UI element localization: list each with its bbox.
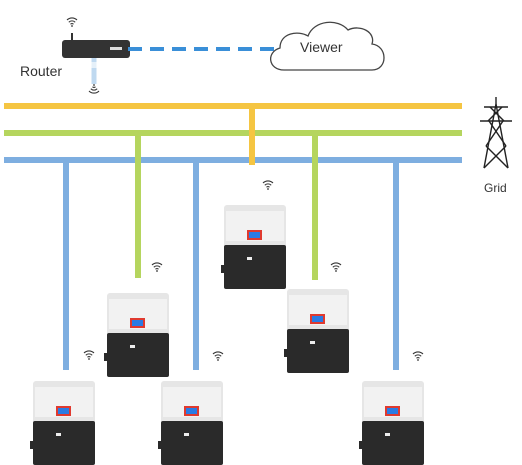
inverter-icon [221,205,286,289]
wifi-icon [412,351,424,362]
wifi-icon [330,262,342,273]
power-pylon-icon [480,97,512,169]
inverter-icon [284,289,349,373]
inverter-icon [104,293,169,377]
router-icon [62,33,130,84]
router-label: Router [20,63,62,79]
wifi-icon [212,351,224,362]
inverter-icon [359,381,424,465]
cloud-icon [270,21,385,71]
wifi-icon [66,17,78,28]
grid-label: Grid [484,181,507,195]
inverter-icon [158,381,223,465]
wifi-icon [83,350,95,361]
wifi-icon [262,180,274,191]
viewer-label: Viewer [300,39,343,55]
inverter-icon [30,381,95,465]
wifi-icon [88,83,100,94]
wifi-icon [151,262,163,273]
